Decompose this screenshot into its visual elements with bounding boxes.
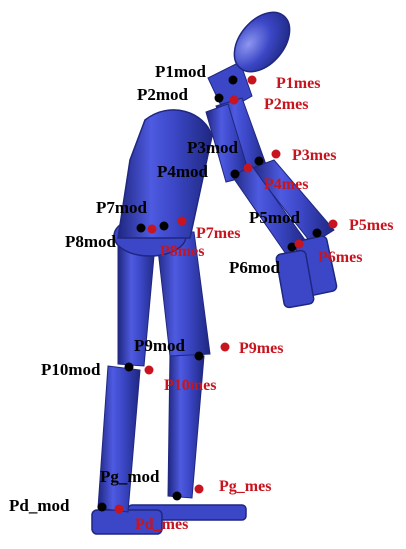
p3mod-marker [255,157,264,166]
p7mod-marker [160,222,169,231]
p10mes-marker [145,366,154,375]
p4mod-label: P4mod [157,162,209,181]
p2mes-marker [230,96,239,105]
left-lower-leg [98,366,140,512]
pdmes-marker [115,505,124,514]
pgmod-label: Pg_mod [100,467,160,486]
p3mod-label: P3mod [187,138,239,157]
p10mod-label: P10mod [41,360,101,379]
p3mes-label: P3mes [292,147,336,164]
p10mes-label: P10mes [164,377,216,394]
p7mes-label: P7mes [196,225,240,242]
p4mod-marker [231,170,240,179]
p7mes-marker [178,217,187,226]
p1mes-label: P1mes [276,75,320,92]
p8mod-label: P8mod [65,232,117,251]
p1mes-marker [248,76,257,85]
p5mes-marker [329,220,338,229]
p6mod-label: P6mod [229,258,281,277]
p8mes-label: P8mes [160,243,204,260]
p5mod-marker [313,229,322,238]
pgmod-marker [173,492,182,501]
pdmes-label: Pd_mes [135,516,188,533]
p8mes-marker [148,225,157,234]
p6mes-label: P6mes [318,249,362,266]
p3mes-marker [272,150,281,159]
pdmod-marker [98,503,107,512]
p9mes-marker [221,343,230,352]
p2mod-marker [215,94,224,103]
p9mod-label: P9mod [134,336,186,355]
p6mes-marker [295,240,304,249]
p1mod-label: P1mod [155,62,207,81]
p5mes-label: P5mes [349,217,393,234]
pgmes-marker [195,485,204,494]
p10mod-marker [125,363,134,372]
right-lower-leg [168,352,204,498]
p8mod-marker [137,224,146,233]
p4mes-label: P4mes [264,176,308,193]
p9mod-marker [195,352,204,361]
p1mod-marker [229,76,238,85]
pdmod-label: Pd_mod [9,496,70,515]
p2mes-label: P2mes [264,96,308,113]
p9mes-label: P9mes [239,340,283,357]
p2mod-label: P2mod [137,85,189,104]
p4mes-marker [244,164,253,173]
p5mod-label: P5mod [249,208,301,227]
p7mod-label: P7mod [96,198,148,217]
pgmes-label: Pg_mes [219,478,271,495]
